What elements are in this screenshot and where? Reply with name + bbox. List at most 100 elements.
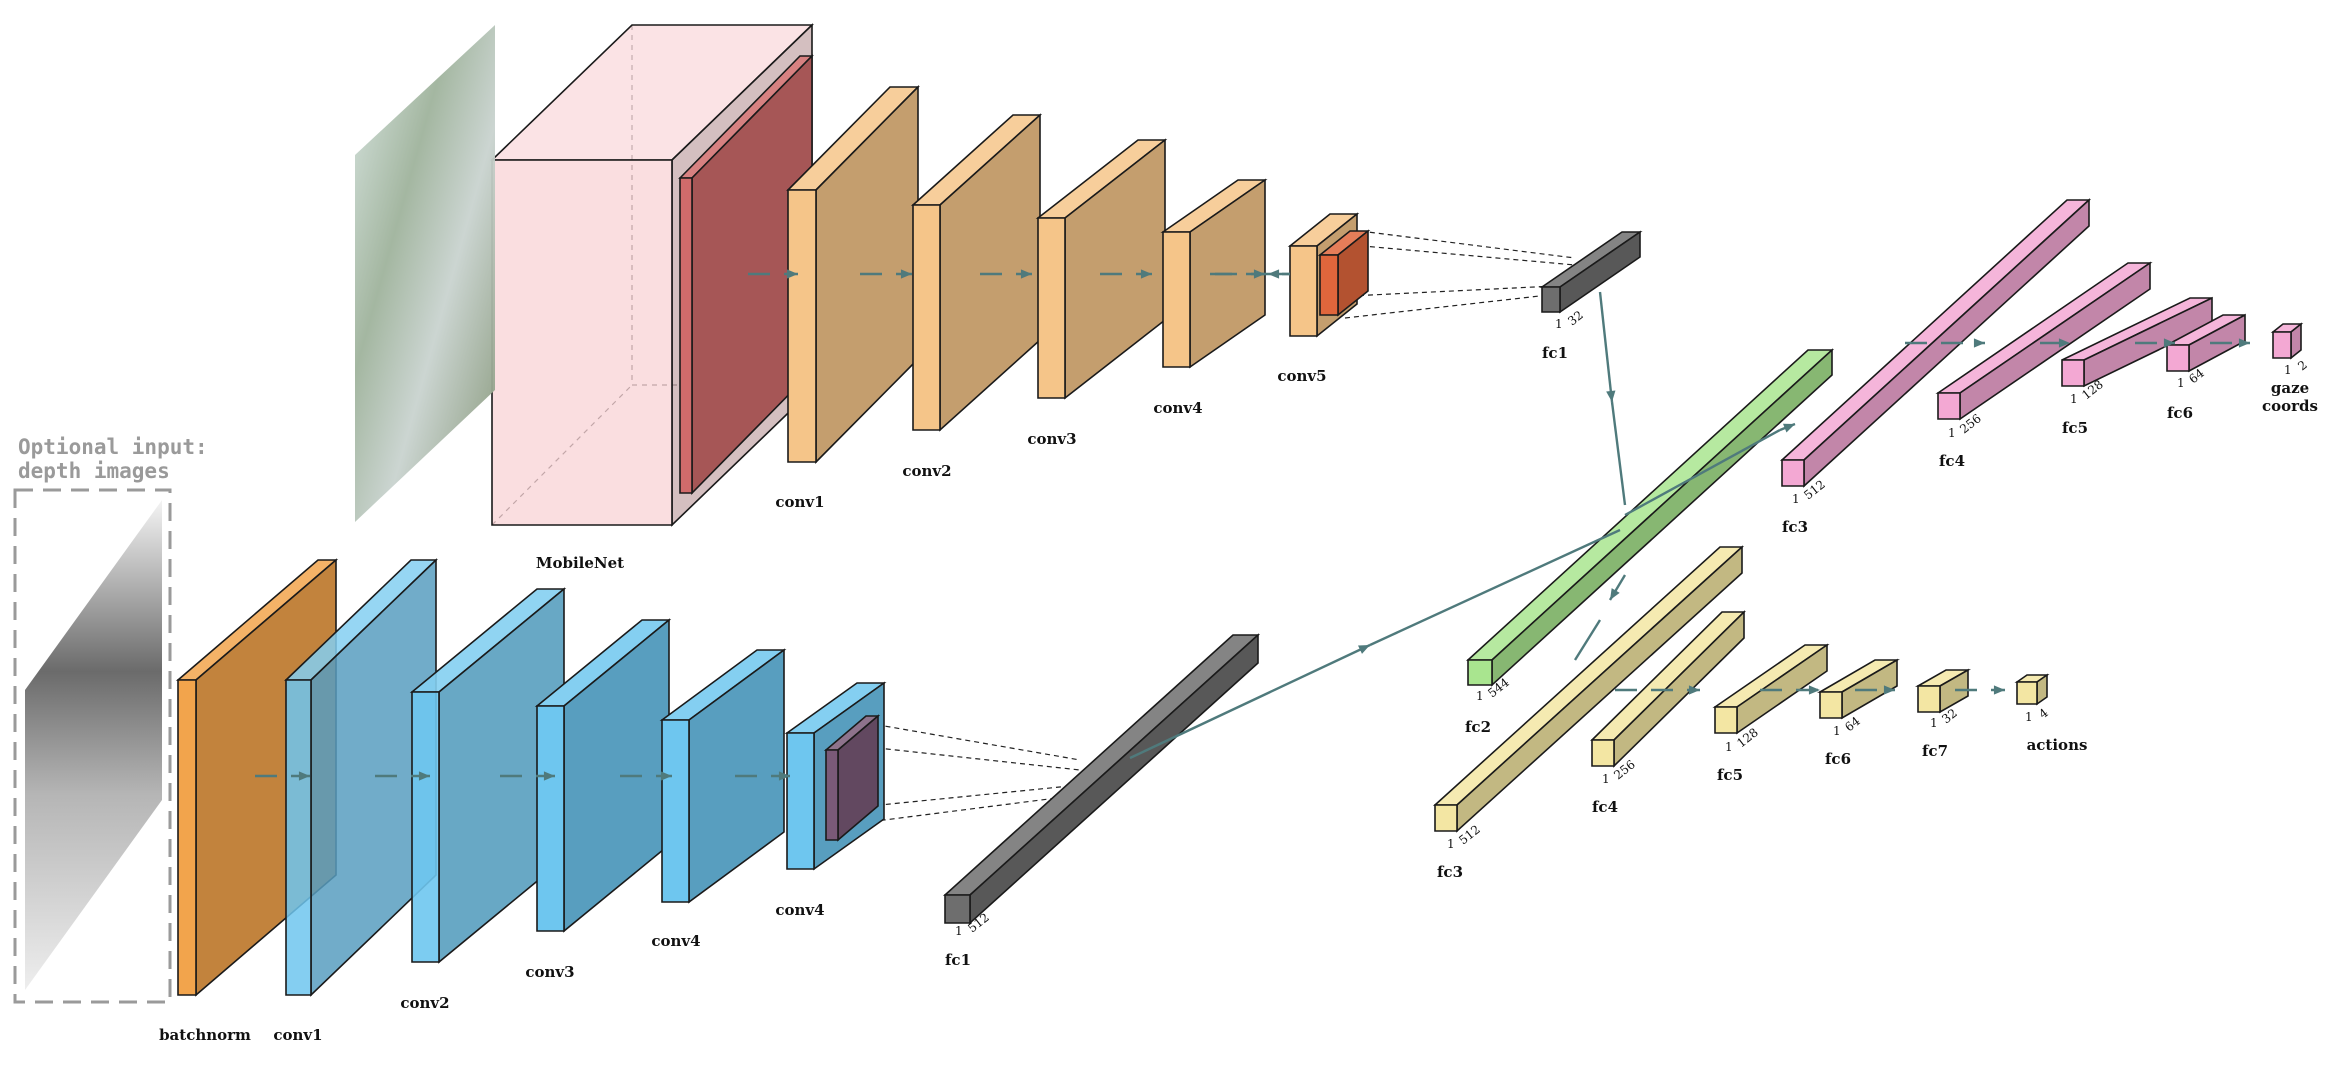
depth-flow-arrow-1-head — [418, 771, 430, 781]
rgb-conv3-block-front — [1037, 217, 1066, 399]
dim-gaze-out-2: 2 — [2295, 358, 2310, 374]
fc2-block — [1465, 348, 1835, 687]
label-gaze-coords-1: gaze — [2271, 379, 2309, 397]
action-out-block — [2014, 673, 2050, 706]
label-rgb-conv1: conv1 — [775, 493, 824, 511]
fc2-to-gaze-line — [1624, 428, 1781, 517]
label-gaze-fc6: fc6 — [2167, 404, 2193, 422]
rgb-flow-arrow-1-head — [900, 269, 912, 279]
optional-input-subtitle: depth images — [18, 459, 170, 483]
depth-input-image — [25, 500, 162, 990]
rgb-fc1-down-line — [1610, 401, 1627, 506]
label-rgb-fc1: fc1 — [1542, 344, 1568, 362]
rgb-conv5-projection-3 — [1344, 291, 1576, 319]
gaze-out-block-front — [2272, 331, 2292, 359]
label-gaze-coords-2: coords — [2262, 397, 2318, 415]
depth-conv3-block-front — [536, 705, 565, 932]
action-fc5-block-front — [1714, 706, 1738, 734]
label-rgb-conv3: conv3 — [1027, 430, 1076, 448]
layer-blocks — [175, 23, 2304, 997]
gaze-flow-arrow-1-head — [2058, 338, 2070, 348]
label-action-fc4: fc4 — [1592, 798, 1618, 816]
depth-conv4a-block — [659, 648, 787, 904]
rgb-conv2-block — [910, 113, 1043, 432]
depth-fc1-block-front — [944, 894, 971, 924]
depth-fc1-block — [942, 633, 1261, 925]
rgb-conv2-block-front — [912, 204, 941, 431]
label-gaze-fc3: fc3 — [1782, 518, 1808, 536]
label-mobilenet: MobileNet — [536, 554, 624, 572]
action-fc4-block — [1590, 610, 1746, 768]
dim-gaze-fc6-1: 1 — [2177, 376, 2185, 390]
action-fc7-block-front — [1917, 685, 1941, 713]
label-depth-conv2: conv2 — [400, 994, 449, 1012]
label-action-fc3: fc3 — [1437, 863, 1463, 881]
depth-conv4b-block-front — [786, 732, 815, 870]
depth-conv4-projection-1 — [849, 744, 1081, 771]
depth-conv2-block-front — [411, 691, 440, 963]
gaze-fc6-block-front — [2166, 344, 2190, 372]
dim-action-fc4-1: 1 — [1602, 772, 1610, 786]
action-fc6-block-front — [1819, 691, 1843, 719]
rgb-conv3-block — [1035, 138, 1168, 400]
gaze-out-block — [2270, 322, 2304, 360]
depth-conv1-block-front — [285, 679, 312, 996]
action-flow-arrow-1-head — [1808, 685, 1820, 695]
mobilenet-output-slab-front — [679, 177, 693, 494]
action-out-block-front — [2016, 681, 2038, 705]
depth-to-fc2-arrow — [1129, 643, 1371, 760]
gaze-fc5-block-front — [2061, 359, 2085, 387]
gaze-fc3-block-front — [1781, 459, 1805, 487]
dim-rgb-fc1-1: 1 — [1555, 317, 1563, 331]
rgb-conv3-block-side — [1064, 138, 1166, 400]
dim-gaze-out-1: 1 — [2284, 363, 2292, 377]
rgb-conv5-projection-1 — [1351, 244, 1576, 266]
rgb-fc1-down-arrow-head — [1606, 390, 1616, 402]
label-batchnorm: batchnorm — [159, 1026, 251, 1044]
depth-conv4-projection-0 — [849, 719, 1081, 761]
depth-conv3-block — [534, 618, 672, 933]
depth-flow-arrow-3-head — [660, 771, 672, 781]
dim-fc2-1: 1 — [1476, 689, 1484, 703]
mobilenet-block-front — [491, 159, 673, 526]
rgb-conv5-block-front — [1289, 245, 1318, 337]
dim-action-fc7-1: 1 — [1930, 716, 1938, 730]
depth-to-fc2-line — [1369, 528, 1621, 647]
rgb-conv1-block-front — [787, 189, 817, 463]
rgb-fc1-block-front — [1541, 286, 1561, 313]
depth-to-fc2-arrow-head — [1358, 645, 1370, 654]
rgb-conv4-block-front — [1162, 231, 1191, 368]
label-depth-conv4b: conv4 — [775, 901, 824, 919]
rgb-fc1-block — [1539, 230, 1643, 314]
gaze-fc4-block — [1935, 261, 2153, 421]
depth-conv4-projection-2 — [849, 784, 1081, 809]
fc2-block-front — [1467, 659, 1493, 686]
fc2-to-action-line — [1573, 619, 1602, 661]
label-rgb-conv5: conv5 — [1277, 367, 1326, 385]
rgb-fc1-down-arrow — [1598, 291, 1614, 403]
depth-fc1-block-side — [969, 633, 1259, 925]
rgb-conv5-projection-0 — [1351, 229, 1576, 259]
label-action-fc5: fc5 — [1717, 766, 1743, 784]
rgb-conv5-projection-2 — [1349, 284, 1576, 297]
depth-conv4-inner-front — [825, 749, 839, 841]
rgb-flow-arrow-2-head — [1020, 269, 1032, 279]
label-rgb-conv2: conv2 — [902, 462, 951, 480]
action-fc7-block — [1914, 668, 1972, 714]
label-gaze-fc5: fc5 — [2062, 419, 2088, 437]
fc2-to-gaze-arrow-head — [1783, 423, 1795, 433]
label-rgb-conv4: conv4 — [1153, 399, 1202, 417]
rgb-input-image — [355, 25, 495, 522]
gaze-fc4-block-front — [1937, 392, 1961, 420]
dim-depth-fc1-1: 1 — [955, 924, 963, 938]
flow-arrows — [255, 269, 2250, 781]
gaze-flow-arrow-2-head — [2163, 338, 2175, 348]
label-fc2: fc2 — [1465, 718, 1491, 736]
dim-gaze-fc3-1: 1 — [1792, 492, 1800, 506]
rgb-conv5-inner-front — [1319, 254, 1339, 316]
label-action-fc6: fc6 — [1825, 750, 1851, 768]
label-actions: actions — [2027, 736, 2088, 754]
dim-action-out-1: 1 — [2025, 710, 2033, 724]
depth-conv1-block — [284, 558, 438, 997]
optional-input-box — [13, 488, 172, 1004]
